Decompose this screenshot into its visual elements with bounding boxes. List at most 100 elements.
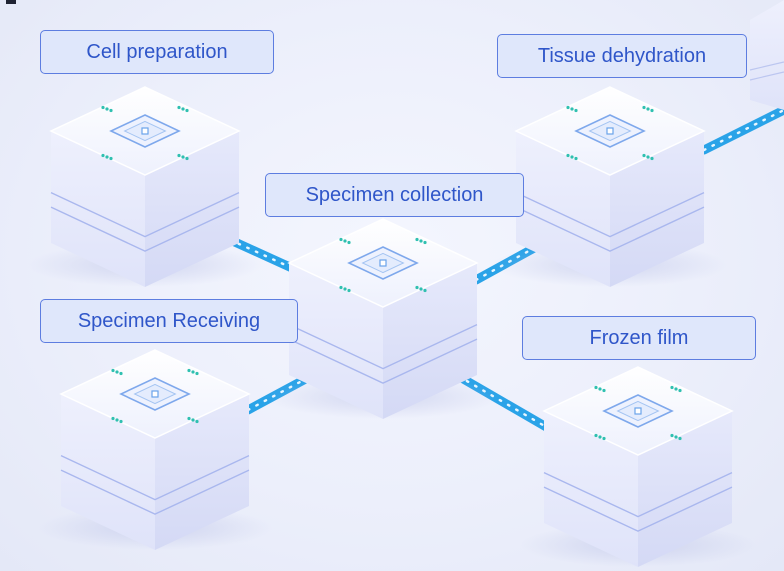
cube-cell-preparation [27, 86, 263, 287]
indicator-dot [670, 433, 674, 438]
cube-groove [515, 191, 705, 238]
indicator-dot [678, 388, 682, 393]
indicator-dot [101, 105, 105, 110]
cube-left-face [516, 131, 610, 287]
indicator-dot [191, 418, 195, 422]
cube-layer [27, 86, 756, 567]
indicator-dot [177, 105, 181, 110]
indicator-dot [570, 155, 574, 159]
indicator-dot [566, 153, 570, 158]
cube-right-face [610, 131, 704, 287]
indicator-dot [419, 239, 423, 243]
label-specimen-receiving: Specimen Receiving [40, 299, 298, 343]
cube-left-face [61, 394, 155, 550]
cube-groove [60, 469, 250, 515]
chip-core [151, 390, 159, 398]
indicator-dot [574, 108, 578, 113]
indicator-dot [646, 107, 650, 111]
cube-left-face [51, 131, 145, 287]
indicator-dot [415, 237, 419, 242]
cube-groove [515, 206, 705, 252]
indicator-dot [598, 435, 602, 439]
indicator-dot [598, 387, 602, 391]
indicator-dot [105, 155, 109, 159]
cube-right-face [638, 411, 732, 567]
cube-right-face [155, 394, 249, 550]
indicator-dot [195, 371, 199, 376]
indicator-dot [187, 416, 191, 421]
indicator-dot [191, 370, 195, 374]
indicator-dot [650, 108, 654, 113]
indicator-dot [574, 156, 578, 161]
indicator-dot [347, 240, 351, 245]
cube-groove [50, 206, 240, 252]
label-cell-preparation: Cell preparation [40, 30, 274, 74]
indicator-dot [415, 285, 419, 290]
cube-groove [543, 471, 733, 518]
indicator-dot [181, 155, 185, 159]
indicator-dot [646, 155, 650, 159]
cube-tissue-dehydration [492, 86, 728, 287]
indicator-dot [602, 388, 606, 393]
indicator-dot [423, 288, 427, 293]
connector-dehydration-to-offscreen [699, 105, 784, 155]
label-tissue-dehydration: Tissue dehydration [497, 34, 747, 78]
indicator-dot [674, 387, 678, 391]
indicator-dot [115, 370, 119, 374]
chip-core [379, 259, 387, 267]
indicator-dot [339, 237, 343, 242]
indicator-dot [339, 285, 343, 290]
indicator-dot [111, 416, 115, 421]
indicator-dot [181, 107, 185, 111]
indicator-dot [650, 156, 654, 161]
cube-specimen-receiving [37, 349, 273, 550]
cube-right-face [383, 263, 477, 419]
offscreen-cube [749, 0, 784, 110]
cube-groove [543, 486, 733, 532]
corner-mark [6, 0, 16, 4]
indicator-dot [347, 288, 351, 293]
indicator-dot [602, 436, 606, 441]
indicator-dot [343, 287, 347, 291]
indicator-dot [195, 419, 199, 424]
indicator-dot [343, 239, 347, 243]
indicator-dot [185, 108, 189, 113]
indicator-dot [570, 107, 574, 111]
indicator-dot [177, 153, 181, 158]
indicator-dot [670, 385, 674, 390]
indicator-dot [678, 436, 682, 441]
indicator-dot [119, 419, 123, 424]
cube-left-face [544, 411, 638, 567]
cube-groove [50, 191, 240, 238]
cube-groove [288, 323, 478, 370]
chip-core [141, 127, 149, 135]
cube-frozen-film [520, 366, 756, 567]
indicator-dot [185, 156, 189, 161]
indicator-dot [109, 108, 113, 113]
indicator-dot [674, 435, 678, 439]
indicator-dot [115, 418, 119, 422]
indicator-dot [594, 385, 598, 390]
indicator-dot [642, 153, 646, 158]
indicator-dot [642, 105, 646, 110]
cube-groove [60, 454, 250, 501]
indicator-dot [187, 368, 191, 373]
label-specimen-collection: Specimen collection [265, 173, 524, 217]
indicator-dot [423, 240, 427, 245]
label-frozen-film: Frozen film [522, 316, 756, 360]
indicator-dot [594, 433, 598, 438]
chip-core [606, 127, 614, 135]
cube-left-face [289, 263, 383, 419]
indicator-dot [566, 105, 570, 110]
indicator-dot [109, 156, 113, 161]
cube-specimen-collection [265, 218, 501, 419]
indicator-dot [419, 287, 423, 291]
indicator-dot [105, 107, 109, 111]
indicator-dot [101, 153, 105, 158]
cube-right-face [145, 131, 239, 287]
chip-core [634, 407, 642, 415]
indicator-dot [119, 371, 123, 376]
indicator-dot [111, 368, 115, 373]
cube-groove [288, 338, 478, 384]
